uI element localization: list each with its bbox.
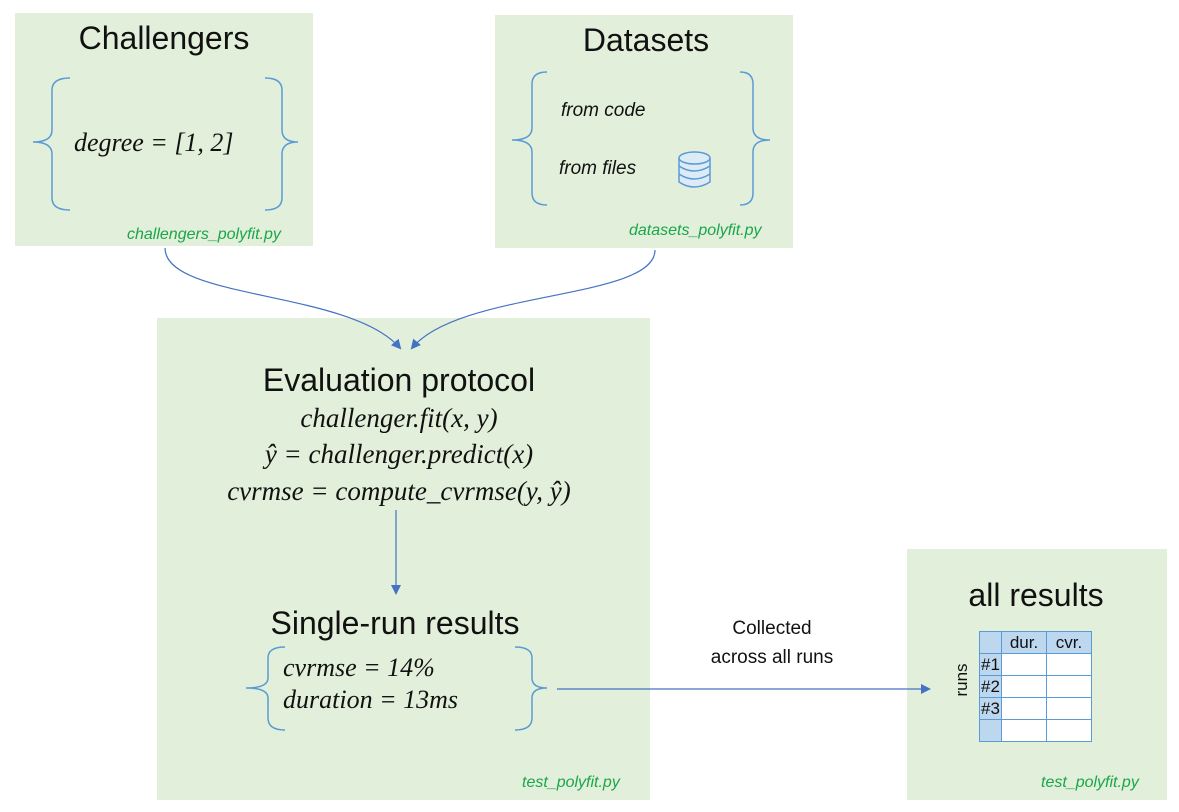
all-results-file: test_polyfit.py (1041, 774, 1139, 791)
table-corner-cell (979, 631, 1002, 654)
table-row-label: #1 (979, 653, 1002, 676)
evaluation-file: test_polyfit.py (522, 774, 620, 791)
evaluation-title: Evaluation protocol (262, 362, 536, 398)
challengers-title: Challengers (78, 20, 250, 56)
table-axis-label-runs: runs (952, 663, 971, 697)
challengers-file: challengers_polyfit.py (127, 226, 281, 243)
datasets-title: Datasets (582, 22, 710, 58)
table-cell (1001, 719, 1047, 742)
evaluation-line-fit: challenger.fit(x, y) (300, 403, 498, 433)
results-title: Single-run results (270, 605, 520, 641)
table-row (979, 719, 1092, 742)
datasets-item-from-files: from files (559, 158, 637, 179)
table-row: #3 (979, 697, 1092, 720)
table-row: #1 (979, 653, 1092, 676)
table-cell (1046, 697, 1092, 720)
evaluation-line-predict: ŷ = challenger.predict(x) (264, 439, 534, 469)
challengers-formula: degree = [1, 2] (74, 128, 234, 157)
datasets-item-from-code: from code (561, 100, 646, 121)
evaluation-line-cvrmse: cvrmse = compute_cvrmse(y, ŷ) (227, 476, 571, 506)
table-header-duration: dur. (1001, 631, 1047, 654)
table-cell (1001, 675, 1047, 698)
edge-label-across-runs: across all runs (710, 647, 834, 668)
table-cell (1046, 653, 1092, 676)
table-row-label: #3 (979, 697, 1002, 720)
table-cell (1001, 697, 1047, 720)
all-results-title: all results (968, 577, 1104, 613)
result-cvrmse: cvrmse = 14% (283, 653, 435, 682)
table-header-row: dur. cvr. (979, 631, 1092, 654)
datasets-file: datasets_polyfit.py (629, 222, 762, 239)
table-row-label: #2 (979, 675, 1002, 698)
table-cell (1046, 675, 1092, 698)
table-row: #2 (979, 675, 1092, 698)
result-duration: duration = 13ms (283, 685, 459, 714)
evaluation-box (157, 318, 650, 800)
table-cell (1046, 719, 1092, 742)
table-cell (1001, 653, 1047, 676)
table-row-label (979, 719, 1002, 742)
edge-label-collected: Collected (732, 618, 812, 639)
results-table: dur. cvr. #1 #2 #3 (979, 631, 1092, 742)
table-header-cvrmse: cvr. (1046, 631, 1092, 654)
